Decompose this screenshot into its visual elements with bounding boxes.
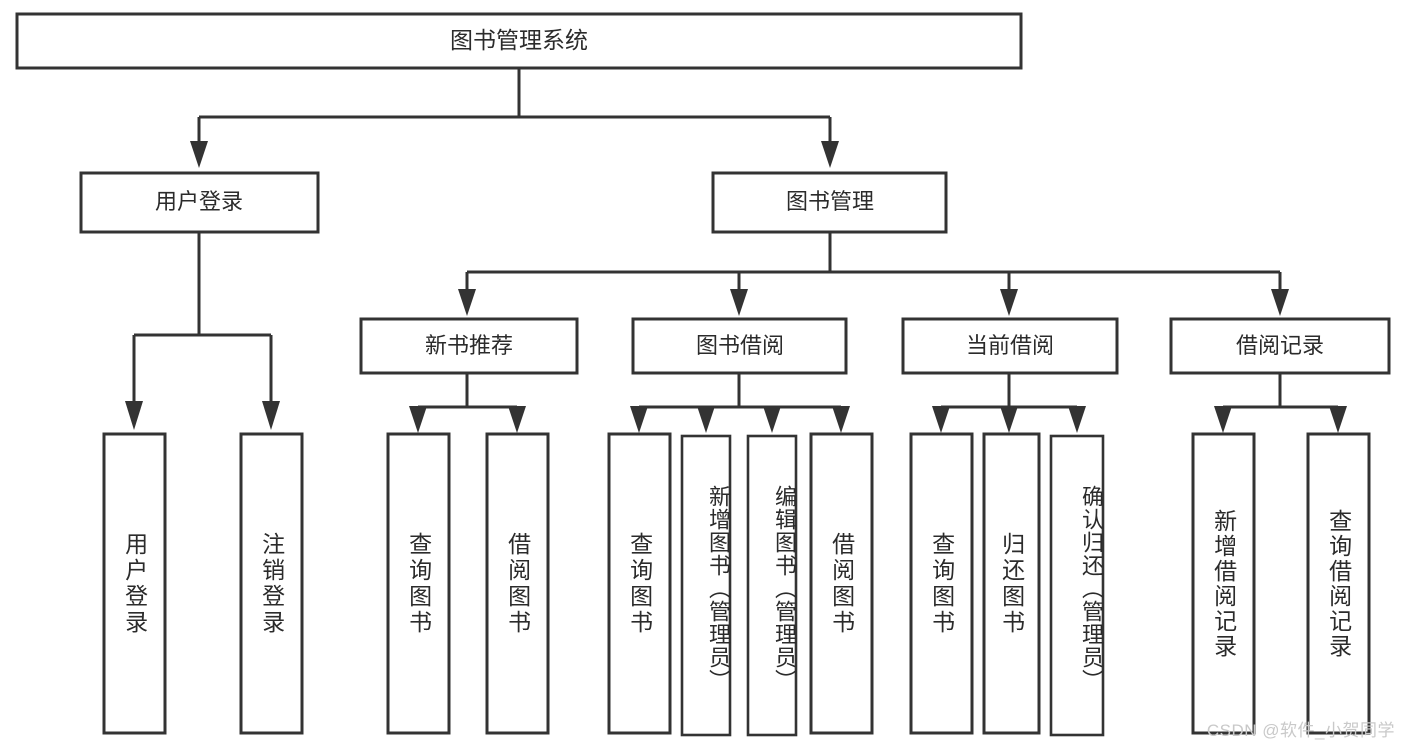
leaf-box-user-logout[interactable] [239, 432, 304, 735]
leaf-box-query-record[interactable] [1306, 432, 1371, 735]
leaf-box-borrow-book-1[interactable] [485, 432, 550, 735]
node-new-book-recommend[interactable]: 新书推荐 [359, 317, 579, 375]
node-book-borrow[interactable]: 图书借阅 [631, 317, 848, 375]
connector-currentborrow-to-leaves [932, 374, 1086, 433]
node-current-borrow-label: 当前借阅 [966, 333, 1054, 358]
connector-root-to-level1 [190, 68, 839, 168]
leaf-box-user-login[interactable] [102, 432, 167, 735]
leaf-box-query-book-3[interactable] [909, 432, 974, 735]
node-book-manage-label: 图书管理 [786, 189, 874, 214]
node-borrow-record-label: 借阅记录 [1236, 333, 1324, 358]
watermark-text: CSDN @软件_小贺同学 [1206, 721, 1395, 740]
node-book-borrow-label: 图书借阅 [696, 333, 784, 358]
leaf-box-add-record[interactable] [1191, 432, 1256, 735]
connector-bookmanage-to-level2 [458, 232, 1289, 316]
node-root[interactable]: 图书管理系统 [15, 12, 1023, 70]
leaf-box-edit-book[interactable] [746, 434, 798, 737]
leaf-box-confirm-return[interactable] [1049, 434, 1105, 737]
leaf-box-return-book[interactable] [982, 432, 1041, 735]
leaf-box-query-book-1[interactable] [386, 432, 451, 735]
leaf-box-query-book-2[interactable] [607, 432, 672, 735]
connector-bookborrow-to-leaves [630, 374, 850, 433]
leaf-box-borrow-book-2[interactable] [809, 432, 874, 735]
node-user-login[interactable]: 用户登录 [79, 171, 320, 234]
node-current-borrow[interactable]: 当前借阅 [901, 317, 1119, 375]
node-new-book-recommend-label: 新书推荐 [425, 333, 513, 358]
node-book-manage[interactable]: 图书管理 [711, 171, 948, 234]
leaf-box-add-book[interactable] [680, 434, 732, 737]
connector-borrowrecord-to-leaves [1214, 374, 1347, 433]
node-borrow-record[interactable]: 借阅记录 [1169, 317, 1391, 375]
connector-newbook-to-leaves [409, 374, 526, 433]
node-root-label: 图书管理系统 [450, 27, 588, 53]
connector-userlogin-to-leaves [125, 232, 280, 430]
node-user-login-label: 用户登录 [155, 189, 243, 214]
